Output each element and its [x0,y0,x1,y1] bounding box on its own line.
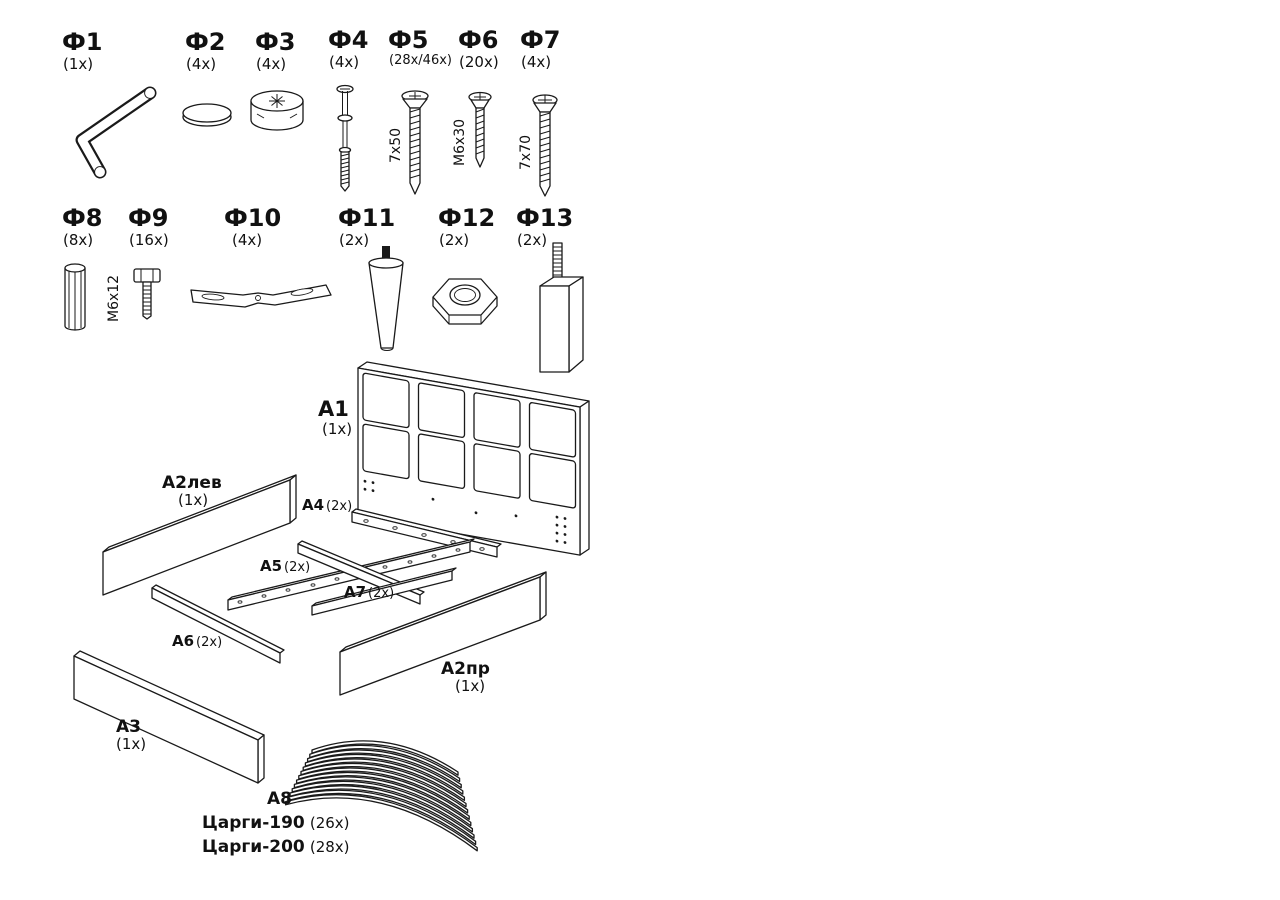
bolt-m6x12-icon [133,268,161,320]
bracket-plate-icon [190,284,332,308]
label-f8: Ф8(8x) [62,204,103,249]
part-code: Царги-200 [202,837,305,857]
part-qty: (2x) [368,586,395,601]
size-label-m6x30: M6x30 [452,118,468,166]
part-qty: (4x) [329,52,360,71]
label-a2-right: A2пр(1x) [441,660,490,695]
label-f6: Ф6(20x) [458,26,499,71]
part-code: A8 [267,789,292,809]
part-qty: (1x) [63,54,94,73]
cam-cover-icon [182,103,232,127]
part-qty: (26x) [309,814,350,832]
part-qty: (2x) [517,230,548,249]
label-f13: Ф13(2x) [516,204,574,249]
label-a6: A6(2x) [172,632,222,650]
part-code: A4 [302,496,325,514]
rail-a7-drawing [311,567,457,616]
screw-m6x30-icon [468,91,492,168]
label-f10: Ф10(4x) [224,204,282,249]
label-f3: Ф3(4x) [255,28,296,73]
part-qty: (2x) [439,230,470,249]
part-code: Ф4 [328,26,369,54]
headboard-a1-drawing [357,361,590,556]
part-qty: (2x) [326,499,353,514]
part-code: A2пр [441,659,490,679]
label-tsargi-190: Царги-190 (26x) [202,814,350,832]
label-f1: Ф1(1x) [62,28,103,73]
label-f7: Ф7(4x) [520,26,561,71]
part-code: Ф1 [62,28,103,56]
rail-a6-drawing [151,584,285,664]
minifix-bolt-icon [336,84,354,192]
part-code: A2лев [162,473,222,493]
label-f2: Ф2(4x) [185,28,226,73]
part-qty: (2x) [284,560,311,575]
part-qty: (28x) [309,838,350,856]
part-qty: (1x) [322,419,353,438]
size-label-7x70: 7x70 [518,134,534,170]
part-qty: (2x) [339,230,370,249]
label-a1: A1(1x) [318,398,352,437]
part-code: Ф5 [388,26,429,54]
part-code: A3 [116,717,141,737]
part-code: Ф8 [62,204,103,232]
part-qty: (4x) [186,54,217,73]
part-code: A5 [260,557,283,575]
part-qty: (2x) [196,635,223,650]
label-f5: Ф5(28x/46x) [388,26,452,68]
part-code: Ф12 [438,204,496,232]
part-qty: (4x) [232,230,263,249]
part-qty: (20x) [459,52,499,71]
square-leg-icon [539,242,584,373]
label-a5: A5(2x) [260,557,310,575]
label-a2-left: A2лев(1x) [162,474,222,509]
part-code: Царги-190 [202,813,305,833]
part-code: Ф11 [338,204,396,232]
part-qty: (4x) [256,54,287,73]
part-qty: (28x/46x) [389,52,452,68]
screw-7x70-icon [532,94,558,197]
hex-nut-icon [432,278,498,325]
footboard-a3-drawing [73,650,265,784]
part-qty: (16x) [129,230,169,249]
cone-leg-icon [368,246,404,351]
hex-key-icon [75,86,157,179]
wood-dowel-icon [64,263,86,331]
label-f12: Ф12(2x) [438,204,496,249]
slat-stack-drawing [284,740,478,852]
screw-7x50-icon [401,90,429,195]
part-qty: (1x) [116,735,147,754]
label-f11: Ф11(2x) [338,204,396,249]
part-qty: (8x) [63,230,94,249]
label-f9: Ф9(16x) [128,204,169,249]
headboard-hole-dots [363,479,567,544]
size-label-7x50: 7x50 [388,127,404,163]
part-code: Ф10 [224,204,282,232]
part-code: Ф2 [185,28,226,56]
part-code: Ф3 [255,28,296,56]
label-a7: A7(2x) [344,583,394,601]
part-code: Ф7 [520,26,561,54]
side-panel-right-drawing [339,571,547,696]
cam-lock-icon [250,90,304,131]
part-code: A1 [318,397,349,421]
side-panel-left-drawing [102,474,297,596]
part-code: A7 [344,583,367,601]
label-a4: A4(2x) [302,496,352,514]
label-a3: A3(1x) [116,718,146,753]
size-label-m6x12: M6x12 [106,274,122,322]
part-qty: (1x) [455,677,486,696]
part-code: Ф13 [516,204,574,232]
label-tsargi-200: Царги-200 (28x) [202,838,350,856]
part-code: Ф6 [458,26,499,54]
part-code: A6 [172,632,195,650]
part-code: Ф9 [128,204,169,232]
part-qty: (1x) [178,491,209,510]
label-f4: Ф4(4x) [328,26,369,71]
part-qty: (4x) [521,52,552,71]
label-a8: A8 [267,790,292,808]
